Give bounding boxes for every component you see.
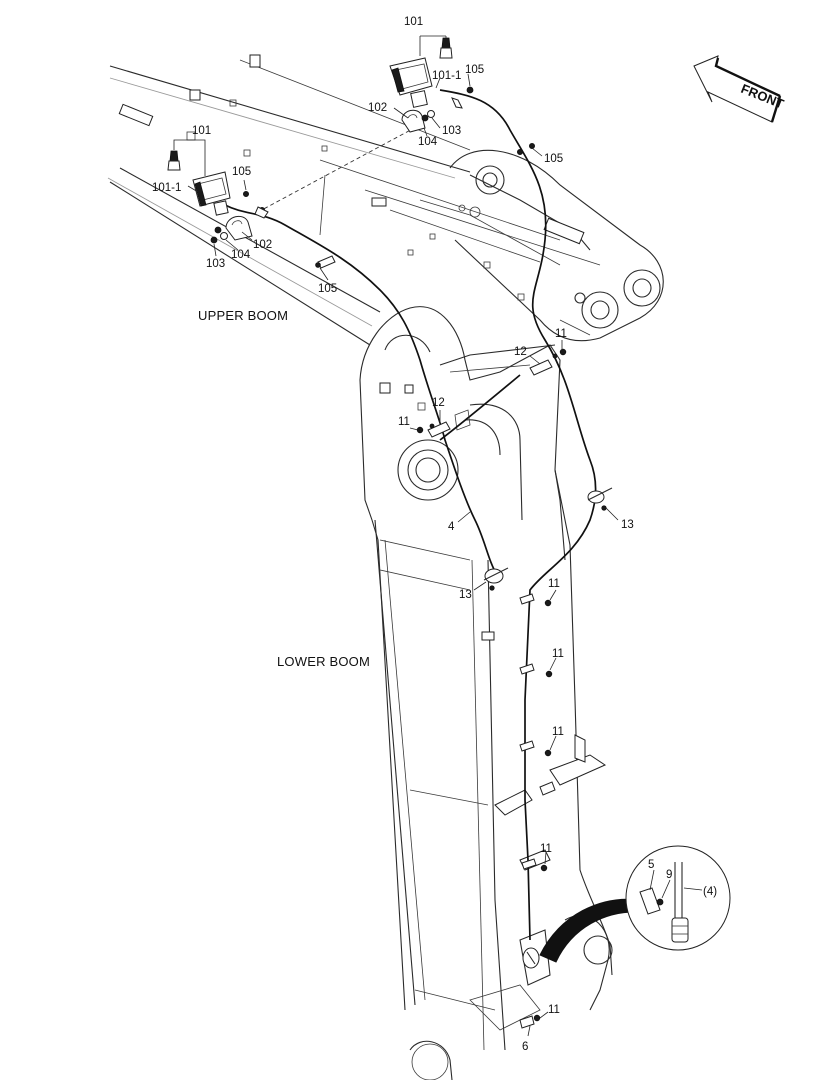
wire-harness [224,89,597,941]
lower-boom [359,306,613,1080]
callout-labels: 101 101-1 105 102 103 104 105 101 101-1 … [152,16,717,1053]
callout-harness: 4 [448,521,455,533]
lower-boom-label: LOWER BOOM [277,654,370,669]
callout-detail-bolt: 9 [666,869,672,881]
callout-screw-left: 105 [232,166,251,178]
connector-detail-view [539,845,731,963]
callout-clip-left: 105 [318,283,337,295]
callout-bolt-bottom: 11 [548,1004,560,1016]
callout-clamp-left-mid: 12 [432,397,445,409]
leader-lines [187,73,703,1037]
callout-bolt-left-mid: 11 [398,416,410,428]
callout-bracket-left: 102 [253,239,272,251]
callout-bolt-lower-2: 11 [552,648,564,660]
callout-bulb-left: 101-1 [152,182,181,194]
callout-bolt-right-upper: 11 [555,328,567,340]
callout-bolt-lower-3: 11 [552,726,564,738]
upper-boom-label: UPPER BOOM [198,308,288,323]
callout-screw-top: 105 [465,64,484,76]
callout-bolt-lower-4: 11 [540,843,552,855]
callout-bracket-top: 102 [368,102,387,114]
upper-boom [107,54,664,346]
callout-washer-top: 104 [418,136,438,148]
callout-bolt-top: 103 [442,125,461,137]
callout-connector-bottom: 6 [522,1041,528,1053]
callout-grommet-right: 13 [621,519,634,531]
work-lamp-top [389,35,536,155]
mounting-guide-line [257,125,419,213]
callout-clamp-right-upper: 12 [514,346,527,358]
callout-detail-harness: (4) [703,886,717,898]
callout-bulb-top: 101-1 [432,70,461,82]
callout-lamp-top: 101 [404,16,423,28]
callout-detail-clip: 5 [648,859,654,871]
callout-bolt-left: 103 [206,258,225,270]
front-direction-arrow: FRONT [693,55,786,123]
work-lamp-left [167,139,269,244]
callout-lamp-left: 101 [192,125,211,137]
callout-bolt-lower-1: 11 [548,578,560,590]
clamps-and-fasteners [315,255,613,1029]
callout-grommet-left: 13 [459,589,472,601]
callout-clip-upper-right: 105 [544,153,563,165]
callout-washer-left: 104 [231,249,251,261]
